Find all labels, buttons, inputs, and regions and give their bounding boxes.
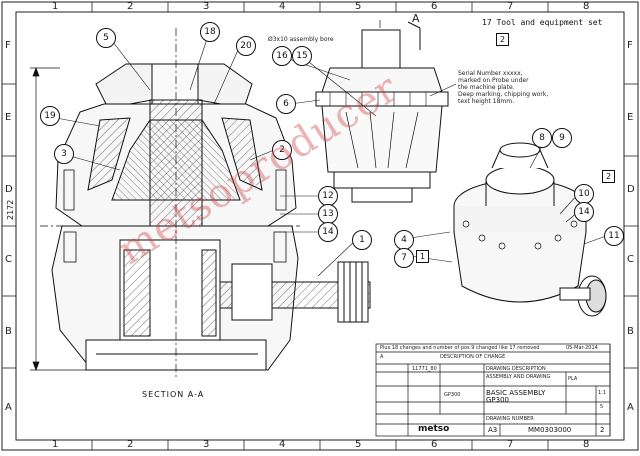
zone-row-right: B [627, 326, 634, 337]
callout: 7 [394, 248, 414, 268]
zone-col-bottom: 5 [355, 439, 362, 450]
zone-col-bottom: 7 [507, 439, 514, 450]
model: GP300 [444, 392, 461, 398]
drawing-number-label: DRAWING NUMBER [486, 416, 534, 422]
callout: 13 [318, 204, 338, 224]
isometric-view [453, 142, 607, 317]
change-date: 05-Mar-2014 [566, 345, 598, 351]
zone-row-left: E [5, 112, 12, 123]
zone-row-right: F [627, 40, 633, 51]
section-label: SECTION A-A [142, 390, 205, 399]
zone-col-top: 3 [203, 1, 210, 12]
zone-col-top: 8 [583, 1, 590, 12]
zone-row-left: C [5, 254, 12, 265]
callout: 9 [552, 128, 572, 148]
zone-col-bottom: 8 [583, 439, 590, 450]
drawing-description-label: DRAWING DESCRIPTION [486, 366, 546, 372]
change-header: DESCRIPTION OF CHANGE [440, 354, 506, 360]
doc-type: PLA [568, 376, 578, 382]
zone-col-bottom: 3 [203, 439, 210, 450]
title-line-2: GP300 [486, 396, 510, 404]
boxed-label: 1 [416, 250, 429, 263]
zone-row-left: F [5, 40, 11, 51]
callout: 15 [292, 46, 312, 66]
callout: 4 [394, 230, 414, 250]
callout: 12 [318, 186, 338, 206]
zone-col-bottom: 6 [431, 439, 438, 450]
scale: 1:1 [598, 390, 607, 396]
zone-row-right: D [627, 184, 635, 195]
callout: 14 [318, 222, 338, 242]
zone-col-top: 1 [52, 1, 59, 12]
zone-col-top: 4 [279, 1, 286, 12]
company-logo: metso [418, 424, 450, 434]
front-view [315, 29, 449, 203]
callout: 20 [236, 36, 256, 56]
zone-row-left: B [5, 326, 12, 337]
revision-mark: A [380, 354, 384, 360]
zone-row-left: A [5, 402, 12, 413]
zone-row-right: E [627, 112, 634, 123]
callout: 14 [574, 202, 594, 222]
zone-col-bottom: 2 [127, 439, 134, 450]
zone-col-bottom: 1 [52, 439, 59, 450]
callout: 3 [54, 144, 74, 164]
overall-height-dimension: 2172 [6, 199, 15, 220]
assembly-label: ASSEMBLY AND DRAWING [486, 374, 551, 380]
callout: 18 [200, 22, 220, 42]
callout: 11 [604, 226, 624, 246]
change-row: Plus 18 changes and number of pos 9 chan… [380, 345, 540, 351]
callout: 8 [532, 128, 552, 148]
callout: 16 [272, 46, 292, 66]
zone-row-right: C [627, 254, 634, 265]
callout: 1 [352, 230, 372, 250]
ref-number: 11771_80 [412, 366, 437, 372]
callout: 6 [276, 94, 296, 114]
title-line-1: BASIC ASSEMBLY [486, 389, 546, 397]
revision-number: 5 [600, 404, 604, 410]
zone-col-bottom: 4 [279, 439, 286, 450]
section-marker: A [412, 12, 420, 25]
callout: 5 [96, 28, 116, 48]
sheet-number: 2 [600, 426, 605, 434]
boxed-label: 2 [602, 170, 615, 183]
zone-col-top: 5 [355, 1, 362, 12]
zone-col-top: 7 [507, 1, 514, 12]
serial-note: Serial Number xxxxx, marked on Probe und… [458, 70, 549, 105]
sheet-size: A3 [488, 426, 498, 434]
zone-row-left: D [5, 184, 13, 195]
part-number: MM0303000 [528, 426, 572, 434]
tool-box-label: 2 [496, 33, 509, 46]
zone-col-top: 6 [431, 1, 438, 12]
bore-note: Ø3x10 assembly bore [268, 36, 334, 43]
tool-set-title: 17 Tool and equipment set [482, 18, 603, 27]
zone-row-right: A [627, 402, 634, 413]
zone-col-top: 2 [127, 1, 134, 12]
callout: 19 [40, 106, 60, 126]
callout: 2 [272, 140, 292, 160]
callout: 10 [574, 184, 594, 204]
